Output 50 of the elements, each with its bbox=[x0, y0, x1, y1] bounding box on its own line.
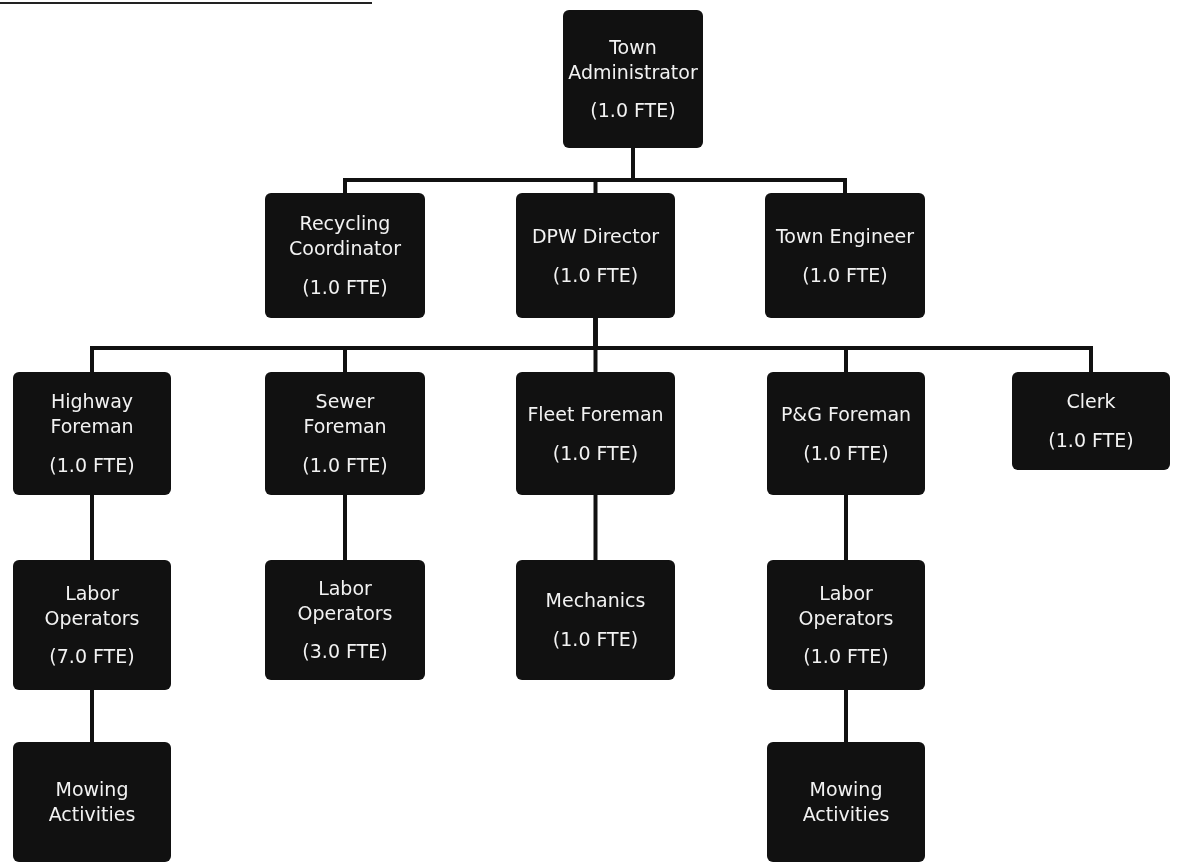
position-box bbox=[767, 372, 925, 495]
connector-line bbox=[844, 690, 848, 742]
connector-line bbox=[844, 495, 848, 560]
position-text: (1.0 FTE) bbox=[802, 262, 888, 288]
position-text: (1.0 FTE) bbox=[803, 644, 889, 670]
position-box bbox=[1012, 372, 1170, 470]
position-box bbox=[516, 372, 675, 495]
position-title: Town Engineer bbox=[775, 223, 915, 249]
position-box bbox=[265, 372, 425, 495]
position-text: (1.0 FTE) bbox=[1048, 428, 1134, 453]
position-box bbox=[516, 560, 675, 680]
position-box bbox=[563, 10, 703, 148]
position-title: P&G Foreman bbox=[780, 401, 912, 427]
position-text: (1.0 FTE) bbox=[803, 440, 889, 466]
position-text: (1.0 FTE) bbox=[590, 98, 676, 124]
position-title: Fleet Foreman bbox=[527, 401, 664, 427]
position-title: Labor Operators bbox=[43, 580, 141, 631]
position-box bbox=[13, 372, 171, 495]
position-text: (1.0 FTE) bbox=[552, 262, 639, 288]
position-title: Recycling Coordinator bbox=[288, 211, 402, 261]
position-title: Labor Operators bbox=[797, 580, 895, 631]
position-title: Town Administrator bbox=[568, 34, 698, 85]
connector-line bbox=[343, 495, 347, 560]
position-box bbox=[265, 193, 425, 318]
connector-line bbox=[593, 318, 1093, 372]
position-title: Mechanics bbox=[545, 588, 646, 613]
position-text: (1.0 FTE) bbox=[49, 452, 135, 478]
position-title: Labor Operators bbox=[296, 575, 394, 626]
position-box bbox=[767, 560, 925, 690]
position-text: (7.0 FTE) bbox=[49, 644, 135, 670]
position-title: Highway Foreman bbox=[49, 389, 135, 439]
position-text: (1.0 FTE) bbox=[552, 627, 639, 652]
connector-line bbox=[90, 690, 94, 742]
position-box bbox=[516, 193, 675, 318]
position-box bbox=[13, 742, 171, 862]
connector-line bbox=[593, 495, 598, 560]
position-text: (1.0 FTE) bbox=[302, 274, 388, 300]
position-text: (1.0 FTE) bbox=[552, 440, 639, 466]
position-box bbox=[13, 560, 171, 690]
position-text: Mowing Activities bbox=[801, 777, 891, 827]
position-title: DPW Director bbox=[531, 223, 660, 249]
position-text: (3.0 FTE) bbox=[302, 639, 388, 665]
position-box bbox=[765, 193, 925, 318]
position-text: (1.0 FTE) bbox=[302, 452, 388, 478]
position-title: Clerk bbox=[1066, 389, 1116, 414]
connector-line bbox=[90, 495, 94, 560]
position-box bbox=[265, 560, 425, 680]
position-title: Sewer Foreman bbox=[302, 389, 388, 439]
position-box bbox=[767, 742, 925, 862]
position-text: Mowing Activities bbox=[47, 777, 137, 827]
